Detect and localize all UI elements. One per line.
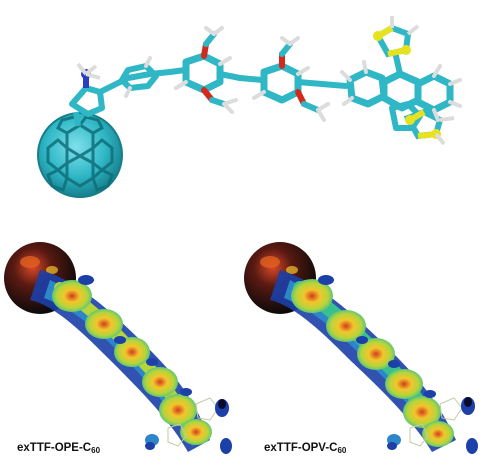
label-ope: exTTF-OPE-C60 bbox=[17, 442, 100, 455]
esp-surface-ope bbox=[4, 242, 232, 454]
top-stick-model bbox=[37, 16, 462, 198]
esp-surface-opv bbox=[244, 242, 478, 454]
dithiole-ring-bottom bbox=[403, 108, 455, 146]
dithiole-ring-top bbox=[373, 16, 420, 58]
hydrogen-atoms bbox=[124, 56, 462, 122]
label-opv: exTTF-OPV-C60 bbox=[264, 442, 346, 455]
pyrrolidine-ring bbox=[69, 62, 105, 127]
label-ope-main: exTTF-OPE-C bbox=[17, 442, 92, 454]
fullerene-cage bbox=[37, 112, 123, 198]
conjugated-backbone bbox=[97, 26, 454, 131]
label-opv-sub: 60 bbox=[337, 446, 347, 455]
label-ope-sub: 60 bbox=[91, 446, 101, 455]
label-opv-main: exTTF-OPV-C bbox=[264, 442, 338, 454]
